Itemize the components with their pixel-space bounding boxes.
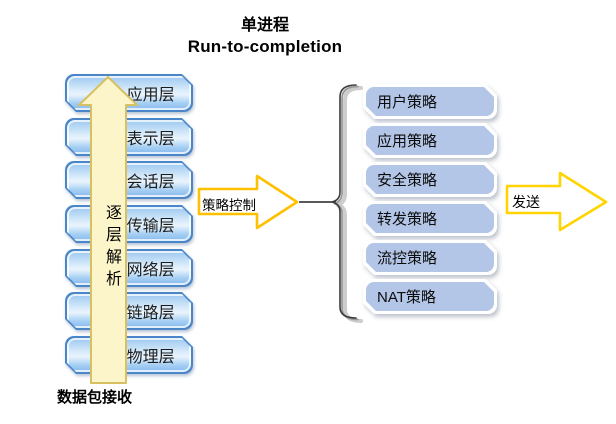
policy-box-app: 应用策略 xyxy=(363,123,497,158)
layer-label: 传输层 xyxy=(126,218,175,235)
layer-label: 网络层 xyxy=(126,262,175,279)
packet-receive-label: 数据包接收 xyxy=(57,389,133,406)
policy-box-flowctrl: 流控策略 xyxy=(363,240,497,275)
send-label: 发送 xyxy=(512,194,540,210)
parse-arrow-label: 逐层解析 xyxy=(103,204,120,292)
policy-label: 安全策略 xyxy=(377,172,438,189)
title-line-english: Run-to-completion xyxy=(187,37,343,56)
layer-label: 物理层 xyxy=(126,349,175,366)
layer-label: 表示层 xyxy=(126,131,175,148)
layer-label: 链路层 xyxy=(126,305,175,322)
layer-box-presentation: 表示层 xyxy=(65,118,193,156)
policy-control-arrow-icon xyxy=(197,174,299,230)
layer-label: 应用层 xyxy=(126,87,175,104)
policy-box-security: 安全策略 xyxy=(363,162,497,197)
policy-box-user: 用户策略 xyxy=(363,84,497,119)
policy-control-label: 策略控制 xyxy=(202,198,256,213)
policy-label: 应用策略 xyxy=(377,133,438,150)
layer-box-link: 链路层 xyxy=(65,292,193,330)
title-line-chinese: 单进程 xyxy=(240,17,289,34)
policy-box-nat: NAT策略 xyxy=(363,279,497,314)
policy-label: NAT策略 xyxy=(377,289,436,306)
send-arrow-icon xyxy=(505,171,608,232)
policy-label: 用户策略 xyxy=(377,94,438,111)
layer-box-transport: 传输层 xyxy=(65,205,193,243)
policy-label: 流控策略 xyxy=(377,250,438,267)
layer-label: 会话层 xyxy=(126,174,175,191)
layer-box-network: 网络层 xyxy=(65,249,193,287)
policy-box-forwarding: 转发策略 xyxy=(363,201,497,236)
layer-box-session: 会话层 xyxy=(65,161,193,199)
left-brace-icon xyxy=(331,84,357,319)
parse-up-arrow-icon xyxy=(78,76,138,384)
policy-label: 转发策略 xyxy=(377,211,438,228)
diagram-title: 单进程 Run-to-completion xyxy=(120,16,410,57)
layer-box-physical: 物理层 xyxy=(65,336,193,374)
